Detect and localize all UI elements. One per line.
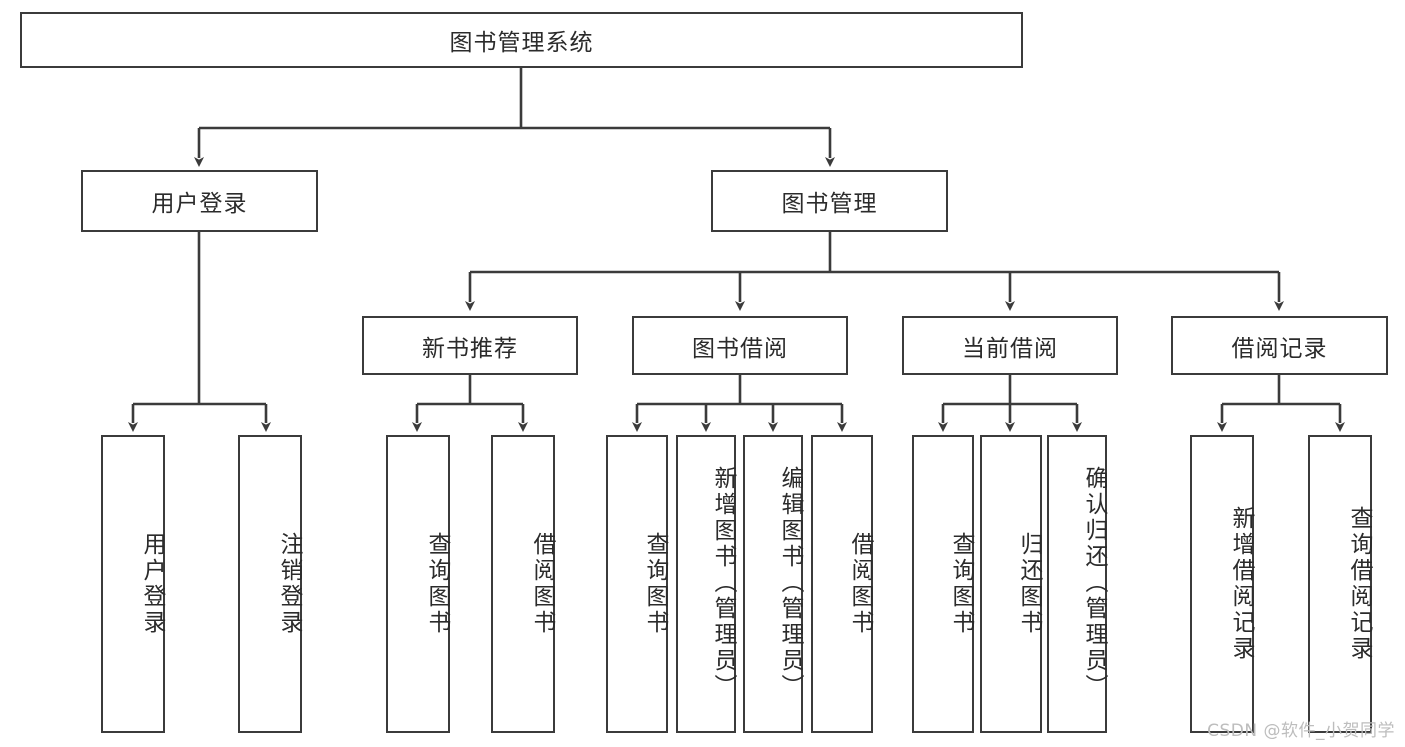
node-label: 图书管理 (781, 191, 878, 217)
node-leaf-return-book[interactable]: 归还图书 (980, 435, 1042, 733)
node-label: 编辑图书（管理员） (777, 466, 803, 700)
node-label: 查询图书 (642, 532, 668, 636)
node-label: 新增图书（管理员） (710, 466, 736, 700)
node-leaf-add-book[interactable]: 新增图书（管理员） (676, 435, 736, 733)
node-label: 借阅图书 (529, 532, 555, 636)
node-label: 查询借阅记录 (1346, 506, 1372, 662)
node-book-management-system[interactable]: 图书管理系统 (20, 12, 1023, 68)
node-user-login[interactable]: 用户登录 (81, 170, 318, 232)
node-leaf-borrow-book-recommend[interactable]: 借阅图书 (491, 435, 555, 733)
node-book-borrow[interactable]: 图书借阅 (632, 316, 848, 375)
node-label: 注销登录 (276, 532, 302, 636)
node-label: 查询图书 (948, 532, 974, 636)
node-borrow-record[interactable]: 借阅记录 (1171, 316, 1388, 375)
node-label: 借阅记录 (1231, 335, 1328, 362)
node-leaf-query-book-current[interactable]: 查询图书 (912, 435, 974, 733)
node-label: 图书借阅 (692, 335, 788, 362)
node-label: 确认归还（管理员） (1081, 466, 1107, 700)
node-label: 归还图书 (1016, 532, 1042, 636)
node-leaf-query-book-borrow[interactable]: 查询图书 (606, 435, 668, 733)
node-label: 新书推荐 (422, 335, 518, 362)
node-leaf-borrow-book[interactable]: 借阅图书 (811, 435, 873, 733)
node-new-book-recommend[interactable]: 新书推荐 (362, 316, 578, 375)
node-leaf-edit-book[interactable]: 编辑图书（管理员） (743, 435, 803, 733)
node-leaf-logout-login[interactable]: 注销登录 (238, 435, 302, 733)
node-label: 查询图书 (424, 532, 450, 636)
node-label: 用户登录 (139, 532, 165, 636)
node-leaf-query-borrow-record[interactable]: 查询借阅记录 (1308, 435, 1372, 733)
node-leaf-confirm-return[interactable]: 确认归还（管理员） (1047, 435, 1107, 733)
node-label: 当前借阅 (962, 335, 1058, 362)
node-current-borrow[interactable]: 当前借阅 (902, 316, 1118, 375)
node-book-management[interactable]: 图书管理 (711, 170, 948, 232)
node-label: 借阅图书 (847, 532, 873, 636)
node-label: 用户登录 (151, 191, 248, 217)
node-leaf-query-book-recommend[interactable]: 查询图书 (386, 435, 450, 733)
node-leaf-add-borrow-record[interactable]: 新增借阅记录 (1190, 435, 1254, 733)
node-leaf-user-login[interactable]: 用户登录 (101, 435, 165, 733)
node-label: 图书管理系统 (449, 30, 594, 56)
node-label: 新增借阅记录 (1228, 506, 1254, 662)
